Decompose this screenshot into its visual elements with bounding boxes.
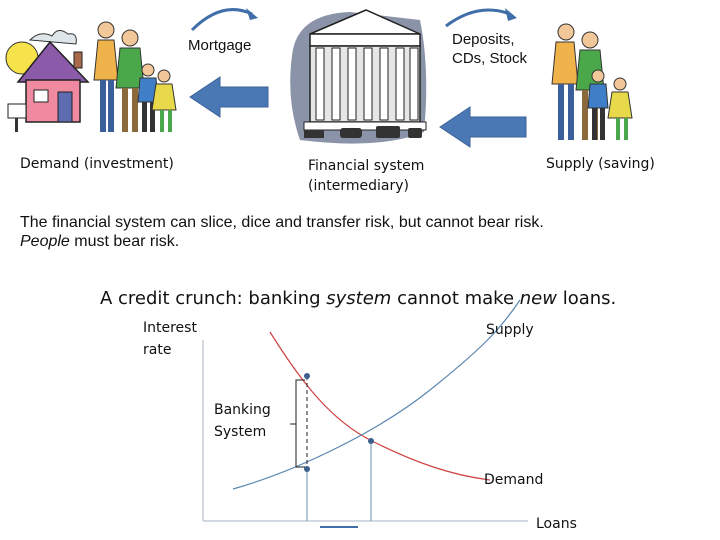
financial-system-line2: (intermediary) bbox=[308, 178, 409, 194]
banking-system-bracket bbox=[290, 379, 305, 468]
headline-emphasis-new: new bbox=[519, 288, 557, 309]
house-icon bbox=[5, 30, 90, 132]
credit-crunch-graph bbox=[202, 299, 528, 528]
y-axis-label-line1: Interest bbox=[143, 320, 197, 336]
risk-statement: The financial system can slice, dice and… bbox=[20, 213, 710, 251]
equilibrium-dot bbox=[368, 438, 374, 444]
risk-line-1: The financial system can slice, dice and… bbox=[20, 214, 544, 231]
banking-system-line1: Banking bbox=[214, 402, 271, 418]
headline-emphasis-system: system bbox=[326, 288, 392, 309]
supply-curve-label: Supply bbox=[486, 322, 534, 338]
bank-building-icon bbox=[290, 9, 427, 144]
family-icon bbox=[551, 23, 633, 140]
mortgage-flow-arrow bbox=[189, 76, 269, 118]
headline-part-2: cannot make bbox=[391, 288, 520, 309]
supply-saving-label: Supply (saving) bbox=[546, 156, 655, 172]
supply-point-dot bbox=[304, 466, 310, 472]
demand-point-dot bbox=[304, 373, 310, 379]
risk-line-2: People must bear risk. bbox=[20, 232, 710, 251]
deposits-flow-arrow bbox=[439, 106, 527, 148]
risk-line-2-rest: must bear risk. bbox=[69, 233, 180, 250]
risk-emphasis: People bbox=[20, 233, 70, 250]
mortgage-label: Mortgage bbox=[188, 37, 252, 54]
banking-system-line2: System bbox=[214, 424, 267, 440]
financial-system-label: Financial system (intermediary) bbox=[308, 156, 424, 196]
curved-arrow-right bbox=[445, 8, 511, 28]
banking-system-label: Banking System bbox=[214, 399, 271, 443]
y-axis-label: Interest rate bbox=[143, 317, 197, 361]
demand-curve bbox=[269, 331, 491, 481]
supply-curve bbox=[232, 299, 521, 490]
curved-arrow-left bbox=[190, 8, 253, 32]
demand-curve-label: Demand bbox=[484, 472, 544, 488]
headline-part-1: A credit crunch: banking bbox=[100, 288, 327, 309]
family-icon bbox=[93, 21, 177, 132]
credit-crunch-headline: A credit crunch: banking system cannot m… bbox=[100, 288, 616, 309]
deposits-label: Deposits, CDs, Stock bbox=[452, 31, 528, 67]
financial-system-line1: Financial system bbox=[308, 158, 425, 174]
demand-investment-label: Demand (investment) bbox=[20, 156, 174, 172]
x-axis-label: Loans bbox=[536, 516, 577, 532]
headline-part-3: loans. bbox=[556, 288, 617, 309]
y-axis-label-line2: rate bbox=[143, 342, 172, 358]
